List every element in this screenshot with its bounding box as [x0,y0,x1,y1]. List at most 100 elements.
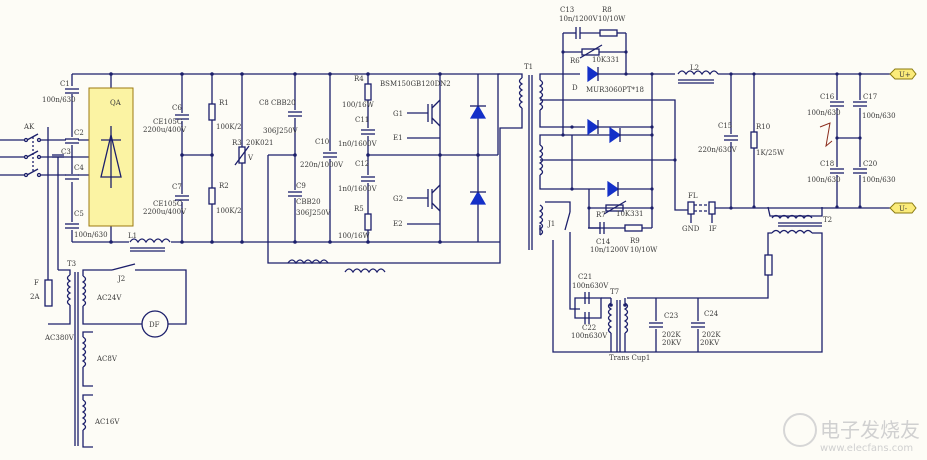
label-t3: T3 [67,260,76,268]
label-g1: G1 [393,110,403,118]
label-brand: 电子发烧友 [820,418,920,442]
label-t2: T2 [823,216,832,224]
label-c24: C24 [704,310,719,318]
label-ak: AK [23,123,35,131]
output-rectifiers [562,27,675,234]
label-c20: C20 [863,160,877,168]
label-ac8v: AC8V [96,355,118,363]
label-r10v: 1K/25W [756,149,785,157]
ground-symbol [819,122,833,148]
label-c6t: CE105C [153,118,182,126]
fan-df [141,310,169,338]
label-c11: C11 [355,116,369,124]
output-filter [677,70,895,209]
inductor-l1 [129,236,171,252]
label-if: IF [709,225,717,233]
label-c13v: 10n/1200V [559,15,599,23]
label-r4: R4 [354,75,364,83]
label-r4v: 100/16W [342,101,375,109]
label-fl: FL [688,192,698,200]
label-c15v: 220n/630V [698,146,738,154]
label-ac380v: AC380V [44,334,75,342]
label-gnd: GND [682,225,700,233]
label-c1v: 100n/630 [42,96,76,104]
label-c13: C13 [560,6,574,14]
label-r5: R5 [354,205,364,213]
label-url: www.elecfans.com [820,443,913,454]
label-c22v: 100n630V [571,332,608,340]
label-r2: R2 [219,182,229,190]
label-e1: E1 [393,134,403,142]
label-c4: C4 [74,164,84,172]
label-r1: R1 [219,99,229,107]
label-c21v: 100n630V [572,282,609,290]
label-c17v: 100n/630 [862,112,896,120]
label-g2: G2 [393,195,403,203]
label-r3: R3 [232,139,242,147]
label-r9v: 10/10W [630,246,658,254]
label-c12: C12 [355,160,369,168]
label-fv: 2A [30,293,40,301]
current-sensor-fl [687,201,716,223]
label-c8v: 306J250V [263,127,299,135]
watermark: 电子发烧友 www.elecfans.com [783,413,920,454]
label-r6: R6 [570,57,580,65]
label-c18v: 100n/630 [807,176,841,184]
label-l2: L2 [690,64,699,72]
igbt-module [407,99,487,225]
label-c10: C10 [315,138,329,146]
relay-j1 [545,201,580,310]
output-port-u-minus: U- [889,202,917,214]
input-capacitors [52,86,80,230]
label-c7t: CE105C [153,200,182,208]
label-c2: C2 [74,129,84,137]
label-r1v: 100K/2 [216,123,241,131]
transformer-t2 [552,206,823,353]
label-c9: C9 [296,182,306,190]
output-port-u-plus: U+ [889,68,917,80]
label-t1: T1 [524,63,533,71]
label-r3s: V [247,154,254,162]
watermark-logo-icon [783,413,817,447]
label-c23v2: 20KV [662,339,682,347]
label-c1: C1 [60,80,70,88]
label-c17: C17 [863,93,877,101]
label-r8v: 10/10W [598,15,626,23]
label-r5v: 100/16W [338,232,371,240]
label-c14v: 10n/1200V [590,246,630,254]
capacitors-c6-c7 [174,113,190,202]
label-r10: R10 [756,123,770,131]
label-uminus: U- [899,205,908,213]
switch-ak [0,133,89,178]
transformer-t3 [44,263,187,448]
label-j1: J1 [547,220,555,228]
capacitors-c8-c9-c10 [287,110,338,198]
label-c9t: CBB20 [296,198,321,206]
label-c8: C8 CBB20 [259,99,296,107]
label-r7: R7 [596,211,606,219]
label-c22: C22 [582,324,596,332]
label-c18: C18 [820,160,834,168]
label-uplus: U+ [899,71,911,79]
label-c5v: 100n/630 [74,231,108,239]
label-dv: MUR3060PT*18 [586,86,644,94]
label-c16: C16 [820,93,835,101]
label-qa: QA [110,99,122,107]
label-c21: C21 [578,273,592,281]
label-f: F [34,279,39,287]
resistors-r1-r2-r3 [208,103,250,205]
label-c23: C23 [664,312,678,320]
label-c12v: 1n0/1600V [338,185,378,193]
label-c24v1: 202K [702,331,721,339]
label-df: DF [149,321,160,329]
label-c15: C15 [718,122,732,130]
label-r3v: 20K021 [246,139,274,147]
label-c9v: 306J250V [296,209,332,217]
label-igbt: BSM150GB120DN2 [380,80,451,88]
label-c23v1: 202K [662,331,681,339]
label-c6: C6 [172,104,182,112]
label-r6v: 10K331 [592,56,620,64]
label-c6v: 2200u/400V [143,126,187,134]
